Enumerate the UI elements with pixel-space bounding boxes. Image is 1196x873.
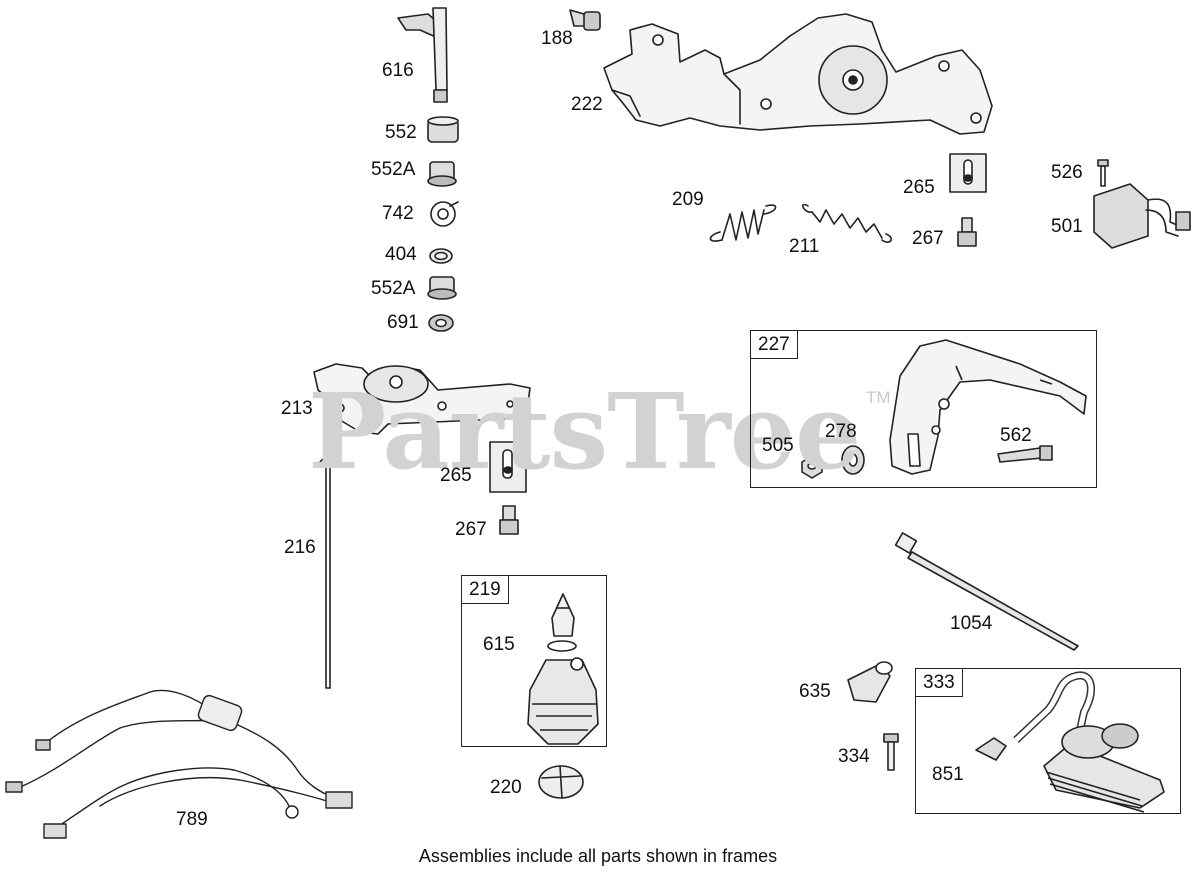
bolt-188 (569, 9, 601, 31)
spring-211 (801, 203, 893, 243)
bushing-552 (427, 116, 459, 143)
plate-265-top (949, 153, 987, 193)
part-label-552[interactable]: 552 (385, 122, 417, 143)
frame-333-art (975, 671, 1165, 813)
governor-cover-220 (538, 765, 584, 799)
frame-219-art (527, 593, 599, 745)
part-label-278[interactable]: 278 (825, 421, 857, 442)
part-label-209[interactable]: 209 (672, 189, 704, 210)
bracket-222 (603, 13, 993, 135)
part-label-1054[interactable]: 1054 (950, 613, 993, 634)
part-label-691[interactable]: 691 (387, 312, 419, 333)
part-label-789[interactable]: 789 (176, 809, 208, 830)
frame-227-art (801, 339, 1087, 479)
part-label-526[interactable]: 526 (1051, 162, 1083, 183)
e-clip-742 (430, 201, 459, 227)
part-label-742[interactable]: 742 (382, 203, 414, 224)
washer-552a-1 (427, 161, 457, 187)
frame-227: 227 (750, 330, 1097, 488)
screw-334 (883, 733, 899, 771)
washer-552a-2 (427, 276, 457, 300)
part-label-505[interactable]: 505 (762, 435, 794, 456)
part-label-404[interactable]: 404 (385, 244, 417, 265)
lever-plate-213 (313, 363, 531, 435)
part-label-267-top[interactable]: 267 (912, 228, 944, 249)
washer-404 (429, 248, 453, 264)
watermark-trademark: TM (866, 388, 891, 407)
rectifier-501 (1093, 183, 1191, 249)
part-label-265-top[interactable]: 265 (903, 177, 935, 198)
link-rod-216 (319, 455, 331, 689)
part-label-213[interactable]: 213 (281, 398, 313, 419)
frame-219-tag: 219 (462, 576, 509, 604)
part-label-267-mid[interactable]: 267 (455, 519, 487, 540)
plate-265-mid (489, 441, 527, 493)
frame-227-tag: 227 (751, 331, 798, 359)
part-label-216[interactable]: 216 (284, 537, 316, 558)
part-label-552a-2[interactable]: 552A (371, 278, 416, 299)
governor-shaft-616 (397, 7, 448, 103)
part-label-616[interactable]: 616 (382, 60, 414, 81)
screw-267-top (957, 217, 977, 247)
frame-333-tag: 333 (916, 669, 963, 697)
part-label-222[interactable]: 222 (571, 94, 603, 115)
part-label-334[interactable]: 334 (838, 746, 870, 767)
part-label-188[interactable]: 188 (541, 28, 573, 49)
part-label-851[interactable]: 851 (932, 764, 964, 785)
cable-tie-1054 (894, 532, 1079, 651)
wire-harness-789 (5, 689, 353, 839)
frame-219: 219 (461, 575, 607, 747)
frame-333: 333 (915, 668, 1181, 814)
washer-691 (428, 314, 454, 332)
spark-plug-boot-635 (847, 661, 893, 703)
part-label-265-mid[interactable]: 265 (440, 465, 472, 486)
part-label-635[interactable]: 635 (799, 681, 831, 702)
part-label-211[interactable]: 211 (789, 236, 820, 257)
spring-209 (709, 204, 777, 242)
part-label-501[interactable]: 501 (1051, 216, 1083, 237)
watermark-logo: PartsTree (308, 370, 861, 493)
part-label-220[interactable]: 220 (490, 777, 522, 798)
screw-267-mid (499, 505, 519, 535)
screw-526 (1097, 159, 1109, 187)
footer-note: Assemblies include all parts shown in fr… (418, 846, 778, 866)
part-label-552a-1[interactable]: 552A (371, 159, 416, 180)
part-label-562[interactable]: 562 (1000, 425, 1032, 446)
part-label-615[interactable]: 615 (483, 634, 515, 655)
